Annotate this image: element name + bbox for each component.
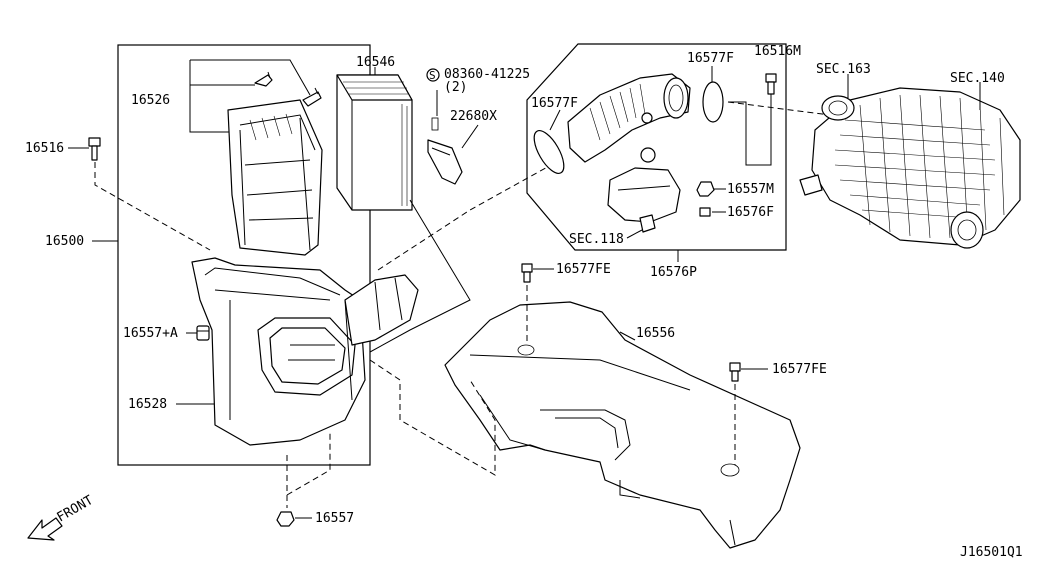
label-16557: 16557 (315, 511, 354, 526)
leader-16556 (619, 331, 636, 341)
bolt-16516m (765, 73, 777, 95)
air-duct-16556 (444, 301, 801, 549)
bolt-16577fe-right (729, 362, 741, 382)
label-16577fe-top: 16577FE (556, 262, 611, 277)
resonator (607, 112, 681, 233)
grommet-16557m (696, 181, 715, 197)
grommet-16557a (196, 325, 210, 341)
dash-16516m (727, 100, 831, 120)
dash-16516 (94, 162, 211, 251)
bolt-16516 (88, 137, 101, 161)
screw-08360-symbol: S (426, 68, 440, 82)
bracket-16526 (254, 71, 322, 107)
label-22680x: 22680X (450, 109, 497, 124)
label-16556: 16556 (636, 326, 675, 341)
leader-16516m (728, 94, 772, 166)
label-16516: 16516 (25, 141, 64, 156)
label-16576f: 16576F (727, 205, 774, 220)
label-sec140: SEC.140 (950, 71, 1005, 86)
dash-case-to-duct (369, 359, 496, 476)
air-cleaner-assembly-frame (117, 44, 371, 466)
clamp-16577f-left (533, 130, 565, 174)
label-16557a: 16557+A (123, 326, 178, 341)
label-diagram-id: J16501Q1 (960, 545, 1023, 560)
leader-22680x (461, 124, 479, 149)
label-16526: 16526 (131, 93, 170, 108)
label-front: FRONT (55, 493, 97, 526)
dash-16557 (286, 430, 331, 508)
label-sec118: SEC.118 (569, 232, 624, 247)
intake-manifold (799, 87, 1021, 249)
filter-element-16546 (336, 74, 413, 211)
front-arrow-icon (27, 517, 63, 541)
sensor-22680x (427, 117, 463, 185)
label-16557m: 16557M (727, 182, 774, 197)
label-16576p: 16576P (650, 265, 697, 280)
air-cleaner-case-16528 (191, 257, 419, 446)
label-16528: 16528 (128, 397, 167, 412)
inlet-hose-16576p (567, 73, 691, 163)
label-08360: 08360-41225 (444, 67, 530, 82)
grommet-16557 (276, 511, 295, 527)
label-16577f-right: 16577F (687, 51, 734, 66)
bolt-16576f (699, 207, 711, 217)
label-08360-qty: (2) (444, 80, 467, 95)
air-cleaner-cover (227, 99, 323, 256)
leader-sec118 (626, 229, 643, 239)
line-cover-link (369, 199, 471, 353)
label-sec163: SEC.163 (816, 62, 871, 77)
bolt-16577fe-top (521, 263, 533, 283)
label-16577fe-right: 16577FE (772, 362, 827, 377)
label-16516m: 16516M (754, 44, 801, 59)
leader-16577f-left (549, 109, 561, 131)
label-16500: 16500 (45, 234, 84, 249)
label-16546: 16546 (356, 55, 395, 70)
label-16577f-left: 16577F (531, 96, 578, 111)
svg-text:S: S (429, 69, 436, 82)
clamp-16577f-right (702, 81, 724, 123)
inlet-duct-assembly-frame (526, 43, 787, 251)
